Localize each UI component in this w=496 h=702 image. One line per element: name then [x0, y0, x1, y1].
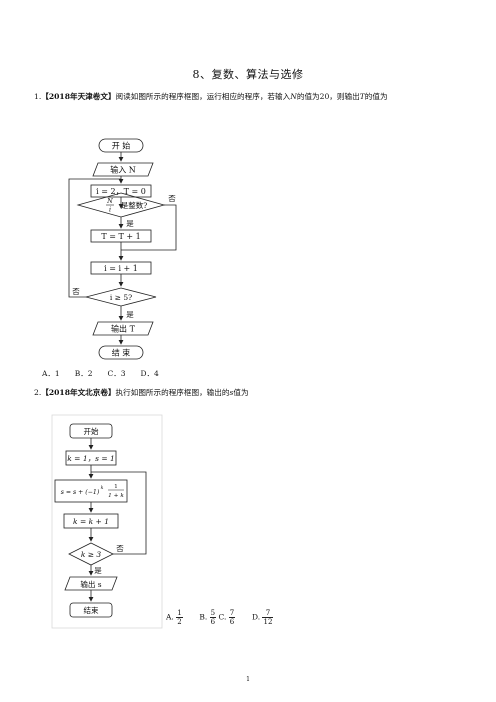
fc1-init-label: i = 2，T = 0 [96, 187, 146, 196]
fc1-output-label: 输出 T [111, 324, 136, 334]
fc2-output-shape [64, 576, 118, 591]
fc2-cond-yes: 是 [94, 566, 102, 575]
fc1-input-label: 输入 N [110, 165, 136, 175]
question-1-choices: A．1 B．2 C．3 D．4 [42, 369, 159, 378]
choice-a-num: 1 [176, 609, 183, 618]
question-1-text-a: 阅读如图所示的程序框图，运行相应的程序，若输入 [115, 92, 291, 101]
choice-d-den: 12 [263, 618, 273, 626]
fc1-cond1-den: i [109, 206, 111, 214]
choice-c-den: 6 [229, 618, 235, 626]
question-1-source: 【2018年天津卷文】 [41, 92, 116, 101]
question-1-text-c: 的值为 [364, 92, 388, 101]
question-1-stem: 1.【2018年天津卷文】阅读如图所示的程序框图，运行相应的程序，若输入N的值为… [34, 92, 388, 102]
fc2-update-s-den: 1 + k [108, 493, 124, 499]
choice-b-label: B. [199, 612, 208, 622]
fc2-update-k-label: k = k + 1 [73, 517, 109, 526]
fc2-update-s-exp: k [101, 485, 104, 491]
fc2-cond-label: k ≥ 3 [81, 550, 102, 559]
fc1-cond1-no: 否 [168, 194, 176, 203]
fc1-cond1-num: N [106, 197, 113, 205]
question-1-var-t: T [359, 92, 365, 101]
fc1-input-shape [92, 162, 154, 177]
fc1-cond2-no: 否 [72, 287, 80, 296]
choice-d-num: 7 [262, 609, 274, 618]
fc2-end-label: 结束 [84, 605, 99, 615]
question-1-text-b: 的值为20，则输出 [296, 92, 360, 101]
question-2-text-b: 值为 [233, 388, 249, 397]
choice-a-label: A. [166, 612, 174, 622]
choice-c-label: C. [218, 612, 227, 622]
fc1-update-i-label: i = i + 1 [104, 264, 138, 273]
fc2-update-s-num: 1 [114, 484, 118, 490]
fc1-cond2-label: i ≥ 5? [110, 293, 132, 302]
fc1-update-t-label: T = T + 1 [101, 232, 140, 241]
choice-a-den: 2 [177, 618, 182, 626]
question-1-number: 1. [34, 92, 42, 101]
fc2-init-label: k = 1，s = 1 [67, 454, 115, 463]
question-2-number: 2. [34, 388, 42, 397]
choice-b-den: 6 [210, 618, 216, 626]
fc2-output-label: 输出 s [80, 579, 101, 589]
fc2-frame [51, 414, 163, 629]
section-title: 8、复数、算法与选修 [192, 68, 304, 81]
fc1-cond1-yes: 是 [126, 219, 134, 228]
fc1-output-shape [92, 321, 154, 336]
fc2-start-label: 开始 [84, 426, 99, 436]
fc1-start-label: 开 始 [112, 141, 131, 151]
choice-b-num: 5 [209, 609, 217, 618]
question-2-text-a: 执行如图所示的程序框图，输出的 [115, 388, 230, 397]
choice-c-num: 7 [228, 609, 236, 618]
question-1-var-n: N [290, 92, 297, 101]
question-2-var-s: s [229, 388, 234, 397]
question-2-source: 【2018年文北京卷】 [41, 388, 116, 397]
fc1-cond1-text: 是整数? [121, 200, 148, 210]
page-number: 1 [246, 676, 250, 683]
fc1-cond2-yes: 是 [126, 310, 134, 319]
fc2-update-s-left: s = s + (−1) [61, 489, 100, 496]
choice-d-label: D. [251, 612, 261, 622]
fc2-end-shape [69, 602, 113, 618]
fc1-end-label: 结 束 [112, 348, 131, 358]
fc1-end-shape [98, 345, 144, 360]
question-2-stem: 2.【2018年文北京卷】执行如图所示的程序框图，输出的s值为 [34, 388, 249, 398]
fc2-cond-no: 否 [116, 544, 124, 553]
